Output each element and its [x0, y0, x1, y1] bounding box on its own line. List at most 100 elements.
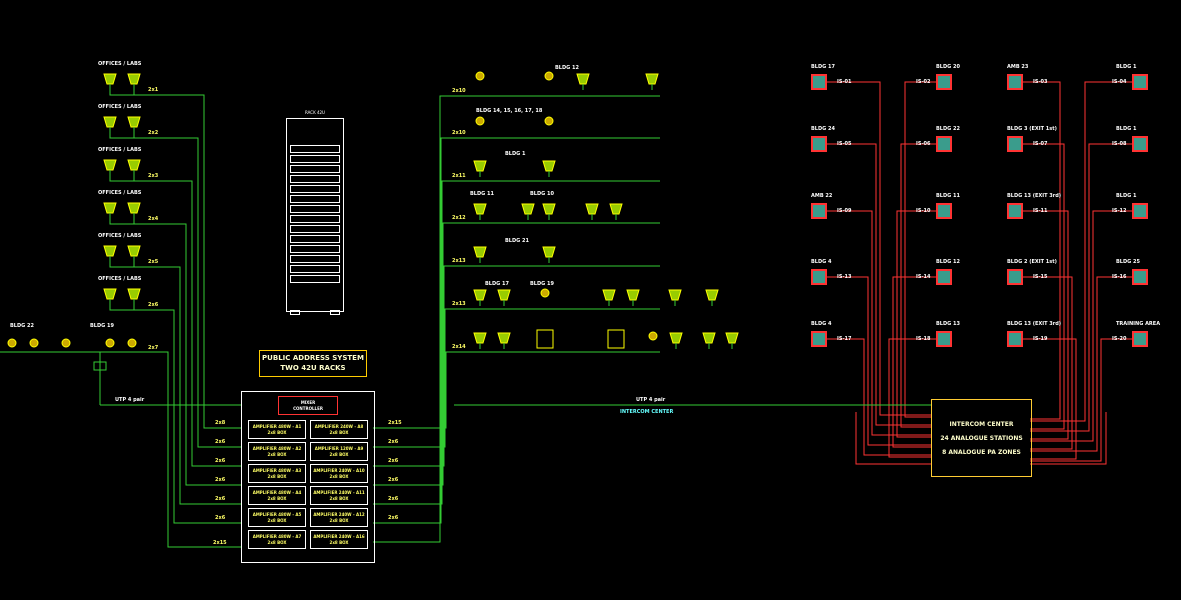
- speaker-icon: [497, 332, 511, 344]
- intercom-station-label: BLDG 11: [936, 193, 960, 199]
- speaker-icon: [585, 203, 599, 215]
- right-zone-title: BLDG 19: [530, 281, 554, 287]
- intercom-cable-run: [1022, 143, 1065, 430]
- intercom-station-icon: [811, 331, 827, 347]
- amplifier-model: AMPLIFIER 480W - A5: [252, 512, 302, 517]
- amplifier-output: 2x8 BOX: [329, 496, 349, 501]
- ceiling-speaker-icon: [475, 71, 485, 81]
- pa-left-tap-label: 2x15: [213, 540, 227, 546]
- left-zone-feed: [109, 305, 135, 311]
- intercom-cable-run: [1022, 81, 1061, 420]
- intercom-code-label: IS-09: [837, 208, 852, 214]
- intercom-code-label: IS-10: [916, 208, 931, 214]
- mixer-label: MIXER: [300, 400, 316, 405]
- left-cable-label: 2x5: [148, 259, 159, 265]
- amplifier-model: AMPLIFIER 240W - A10: [313, 468, 365, 473]
- left-zone-feed: [109, 90, 135, 96]
- diagram-title: PUBLIC ADDRESS SYSTEM: [262, 354, 364, 362]
- intercom-station-label: BLDG 4: [811, 321, 832, 327]
- intercom-station-icon: [1007, 74, 1023, 90]
- speaker-icon: [626, 289, 640, 301]
- rack-unit: [290, 155, 340, 163]
- left-cable-label: 2x3: [148, 173, 159, 179]
- intercom-station-icon: [936, 136, 952, 152]
- bottom-left-run: [0, 351, 241, 548]
- intercom-station-icon: [1007, 269, 1023, 285]
- intercom-stations-count: 24 ANALOGUE STATIONS: [940, 435, 1023, 442]
- speaker-icon: [609, 203, 623, 215]
- ceiling-speaker-icon: [29, 338, 39, 348]
- pa-right-tap-label: 2x15: [388, 420, 402, 426]
- right-cable-label: 2x13: [452, 301, 466, 307]
- pa-right-tap-label: 2x6: [388, 439, 399, 445]
- speaker-icon: [103, 73, 117, 85]
- left-zone-run: [134, 309, 241, 524]
- intercom-cable-run: [1030, 81, 1133, 422]
- intercom-code-label: IS-08: [1112, 141, 1127, 147]
- intercom-cable-run: [1030, 143, 1133, 432]
- intercom-station-label: BLDG 13 (EXIT 3rd): [1007, 193, 1062, 199]
- ceiling-speaker-icon: [648, 331, 658, 341]
- intercom-cable-run: [855, 412, 931, 465]
- speaker-icon: [127, 73, 141, 85]
- speaker-icon: [669, 332, 683, 344]
- rack-unit: [290, 215, 340, 223]
- pa-left-tap-label: 2x6: [215, 515, 226, 521]
- rack-label: RACK 42U: [305, 110, 325, 115]
- intercom-station-icon: [1007, 136, 1023, 152]
- intercom-station-symbols: [811, 74, 1148, 347]
- right-zone-title: BLDG 21: [505, 238, 529, 244]
- rack-unit: [290, 195, 340, 203]
- rack-unit: [290, 165, 340, 173]
- speaker-icon: [127, 202, 141, 214]
- intercom-station-label: BLDG 3 (EXIT 1st): [1007, 126, 1057, 132]
- speaker-icon: [725, 332, 739, 344]
- pa-left-tap-label: 2x6: [215, 458, 226, 464]
- left-cable-label: 2x6: [148, 302, 159, 308]
- speaker-icon: [668, 289, 682, 301]
- speaker-icon: [127, 159, 141, 171]
- amplifier-output: 2x8 BOX: [329, 540, 349, 545]
- intercom-code-label: IS-03: [1033, 79, 1048, 85]
- intercom-cable-run: [896, 210, 937, 438]
- speaker-icon: [521, 203, 535, 215]
- utp-left-label: UTP 4 pair: [115, 397, 145, 403]
- intercom-zones-count: 8 ANALOGUE PA ZONES: [942, 449, 1021, 456]
- right-cable-label: 2x10: [452, 130, 466, 136]
- intercom-title: INTERCOM CENTER: [949, 421, 1014, 428]
- diagram-subtitle: TWO 42U RACKS: [280, 364, 346, 372]
- left-zone-title: OFFICES / LABS: [98, 104, 142, 110]
- pa-left-tap-label: 2x6: [215, 496, 226, 502]
- horn-box-icon: [536, 329, 554, 349]
- left-cable-label: 2x2: [148, 130, 159, 136]
- controller-label: CONTROLLER: [293, 406, 323, 411]
- speaker-icon: [473, 246, 487, 258]
- right-cable-label: 2x13: [452, 258, 466, 264]
- rack-unit: [290, 265, 340, 273]
- intercom-station-label: BLDG 25: [1116, 259, 1140, 265]
- intercom-station-icon: [1007, 203, 1023, 219]
- amplifier-model: AMPLIFIER 480W - A7: [252, 534, 302, 539]
- intercom-cable-run: [1030, 276, 1133, 452]
- intercom-station-label: BLDG 1: [1116, 126, 1137, 132]
- ceiling-speaker-icon: [544, 116, 554, 126]
- intercom-code-label: IS-04: [1112, 79, 1127, 85]
- ceiling-speaker-icon: [475, 116, 485, 126]
- speaker-icon: [497, 289, 511, 301]
- intercom-station-icon: [1007, 331, 1023, 347]
- intercom-station-label: BLDG 12: [936, 259, 960, 265]
- left-zone-feed: [109, 133, 135, 139]
- speaker-icon: [705, 289, 719, 301]
- ceiling-speaker-icon: [540, 288, 550, 298]
- amplifier-model: AMPLIFIER 480W - A4: [252, 490, 302, 495]
- intercom-code-label: IS-14: [916, 274, 931, 280]
- pa-right-tap-label: 2x6: [388, 496, 399, 502]
- intercom-cable-run: [826, 81, 931, 416]
- intercom-cable-run: [892, 276, 937, 448]
- intercom-trunk-label: INTERCOM CENTER: [620, 409, 674, 415]
- intercom-center: INTERCOM CENTER 24 ANALOGUE STATIONS 8 A…: [931, 399, 1032, 477]
- right-zone-title: BLDG 17: [485, 281, 509, 287]
